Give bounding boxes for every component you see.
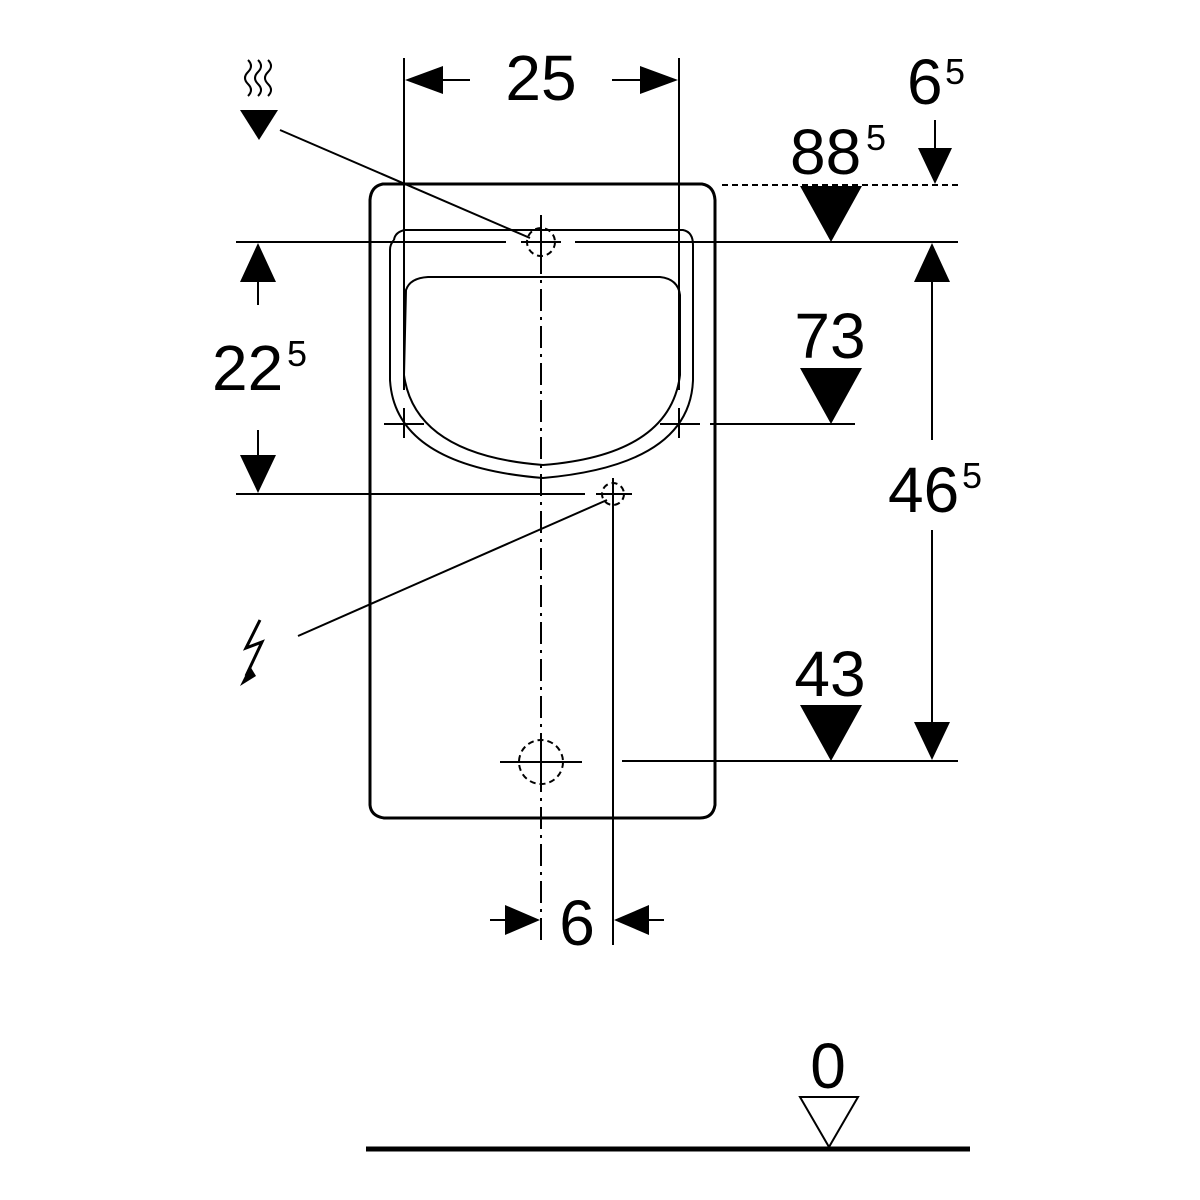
outlet-crosshair (500, 733, 582, 792)
electrical-offset-dimension: 6 (490, 887, 664, 959)
top-offset-sup: 5 (945, 51, 965, 92)
bowl-inner-contour (402, 276, 681, 467)
top-offset-label: 6 (907, 46, 943, 118)
fixing-point-left (384, 408, 424, 438)
inlet-connection-label: 22 (212, 332, 283, 404)
top-offset-dimension: 6 5 (907, 46, 965, 184)
bottom-height-dimension: 43 (794, 638, 866, 761)
top-height-dimension: 88 5 (790, 116, 886, 242)
height-marker-rim (800, 368, 862, 424)
inlet-outlet-dimension: 46 5 (888, 243, 982, 760)
floor-level-marker: 0 (366, 1030, 970, 1152)
rim-height-dimension: 73 (794, 300, 866, 424)
inlet-connection-sup: 5 (287, 333, 307, 374)
width-dimension: 25 (405, 42, 678, 114)
inlet-crosshair (521, 218, 561, 262)
urinal-outline (368, 182, 717, 820)
fixing-point-right (660, 408, 700, 438)
electrical-leader (297, 499, 608, 637)
water-inlet-icon (240, 59, 278, 140)
inlet-connection-dimension: 22 5 (212, 243, 307, 493)
height-marker-top (800, 186, 862, 242)
electrical-crosshair (596, 478, 632, 512)
rim-height-label: 73 (794, 300, 865, 372)
bottom-height-label: 43 (794, 638, 865, 710)
inlet-outlet-sup: 5 (962, 455, 982, 496)
top-height-sup: 5 (866, 117, 886, 158)
top-height-label: 88 (790, 116, 861, 188)
bowl-outer-contour (389, 229, 694, 480)
water-inlet-leader (279, 129, 531, 239)
height-marker-bottom (800, 705, 862, 761)
floor-level-triangle (798, 1096, 860, 1149)
width-label: 25 (505, 42, 576, 114)
electrical-offset-label: 6 (559, 887, 595, 959)
electrical-connection-icon (240, 619, 265, 686)
inlet-outlet-label: 46 (888, 454, 959, 526)
floor-level-label: 0 (810, 1030, 846, 1102)
